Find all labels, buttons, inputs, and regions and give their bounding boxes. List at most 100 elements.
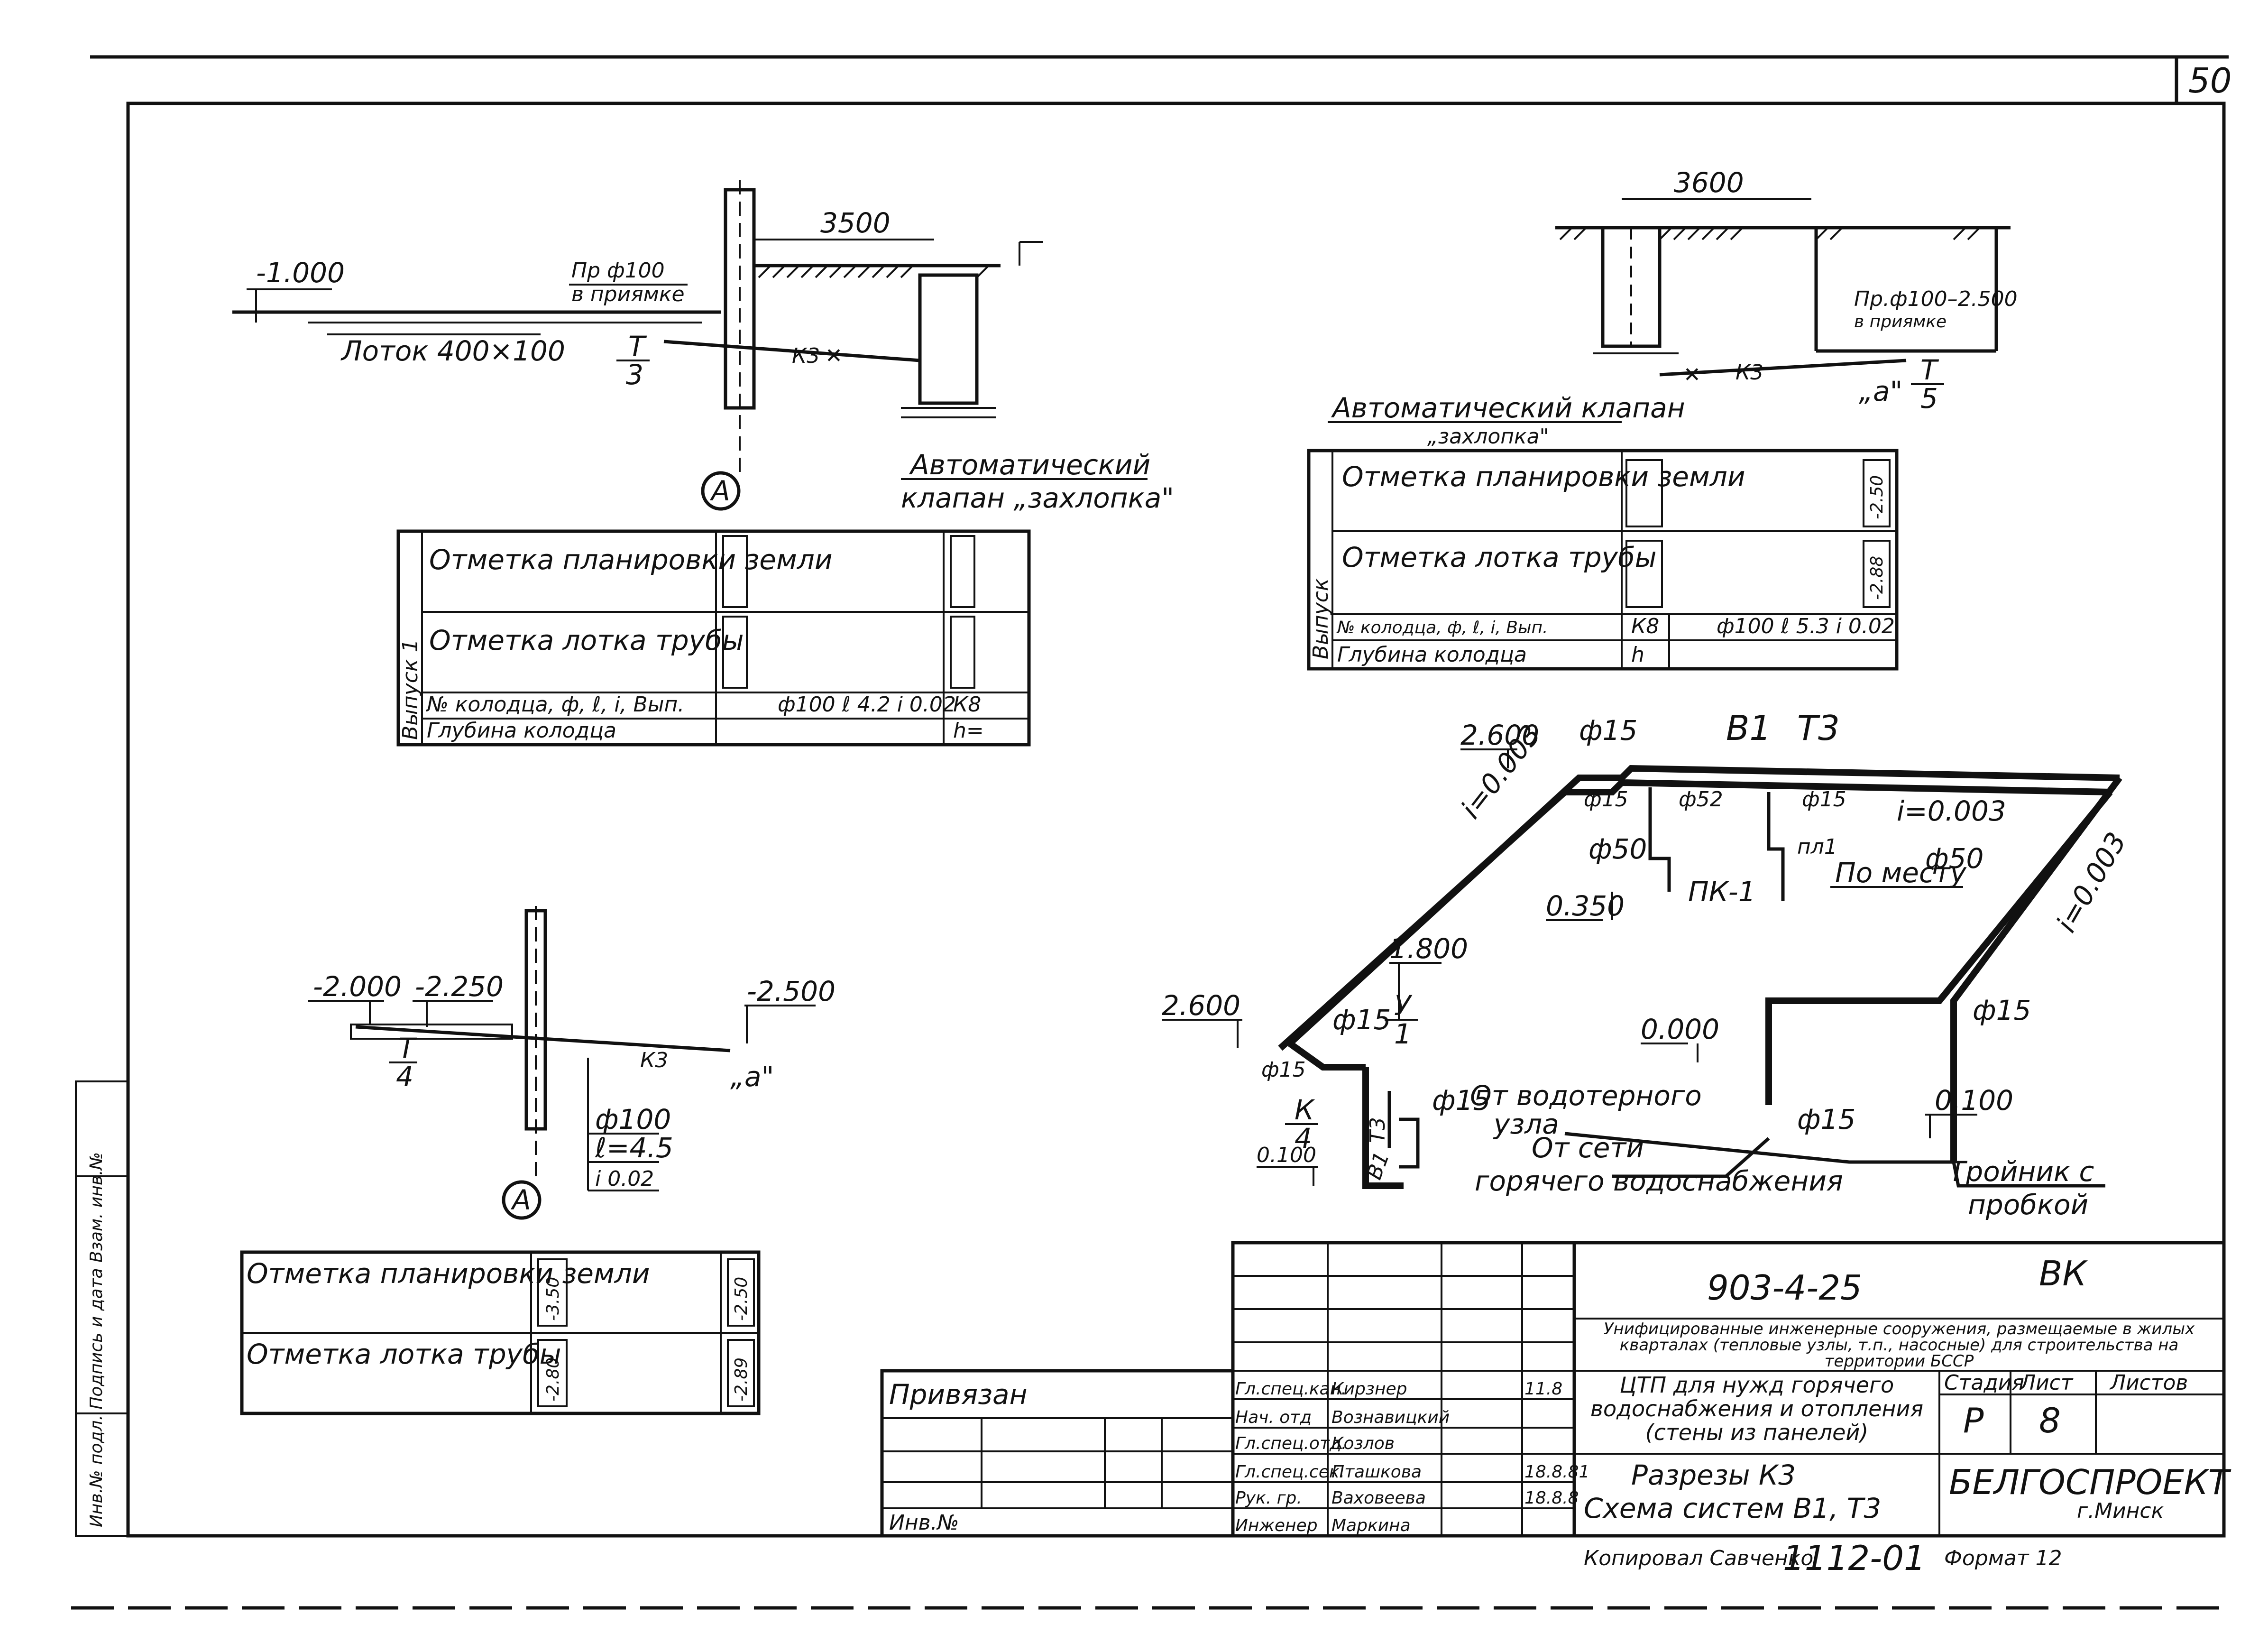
axis-marker: А (709, 475, 730, 507)
value-box (950, 535, 975, 608)
valve-symbol: ✕ (1683, 363, 1701, 387)
value-box (727, 1339, 755, 1407)
ground-hatch (758, 265, 990, 278)
node-num: Т (1920, 354, 1939, 386)
d50-a: ф50 (1589, 833, 1647, 865)
diameter: ф100 (595, 1103, 671, 1135)
k3-pipe (663, 340, 920, 362)
table1-row4-end: h= (953, 719, 984, 743)
inv-label: Инв.№ (889, 1511, 959, 1535)
signature-name: Кирзнер (1331, 1379, 1407, 1399)
node-num: Т (628, 330, 647, 362)
table2-row2-value: -2.88 (1867, 556, 1887, 600)
stage-header: Стадия (1944, 1371, 2024, 1395)
table2-row2: Отметка лотка трубы (1342, 541, 1657, 573)
level-0000: 0.000 (1641, 1013, 1719, 1045)
signature-role: Гл.спец.отд. (1235, 1434, 1347, 1453)
value-box (1863, 540, 1891, 608)
signature-role: Гл.спец.сек. (1235, 1462, 1345, 1482)
copied-by: Копировал Савченко (1584, 1546, 1813, 1570)
drain-branch (1648, 787, 1671, 892)
table-2: -2.50 -2.88 Выпуск Отметка планировки зе… (1307, 449, 1899, 671)
pipe-label: К3 (1735, 360, 1763, 385)
signature-date: 18.8.8 (1524, 1488, 1579, 1508)
drawing-title-2: Схема систем В1, Т3 (1584, 1492, 1881, 1524)
value-box (537, 1339, 568, 1407)
value-box (537, 1258, 568, 1327)
valve-label-2: „захлопка" (1427, 425, 1549, 449)
table1-row3-value: ф100 ℓ 4.2 i 0.02 (778, 692, 956, 717)
title-b1: В1 (1726, 708, 1771, 748)
signature-name: Пташкова (1331, 1462, 1422, 1482)
d15-c: ф15 (1802, 787, 1846, 812)
pipe-note-1: Пр ф100 (571, 258, 665, 283)
table2-row3-value: ф100 ℓ 5.3 i 0.02 (1717, 614, 1895, 638)
level-0350: 0.350 (1546, 890, 1625, 922)
pl-branch (1767, 792, 1785, 901)
page-number: 50 (2188, 61, 2232, 101)
scheme-b1-t3: 2.600 2.600 1.800 0.350 0.000 0.100 0.10… (1162, 708, 2133, 1221)
value-box (722, 616, 748, 689)
level-2600-a: 2.600 (1460, 719, 1539, 751)
table3-row2: Отметка лотка трубы (247, 1338, 561, 1370)
from-net-2: горячего водоснабжения (1475, 1165, 1843, 1197)
pipe-note-1: Пр.ф100–2.500 (1854, 287, 2018, 311)
table1-row1: Отметка планировки земли (429, 544, 833, 576)
level-1: -2.000 (313, 970, 402, 1003)
pipe-stub (1399, 1117, 1420, 1169)
pipe-drop (1362, 1067, 1404, 1189)
title-block: Привязан Инв.№ 903-4-25 ВК Унифицированн… (880, 1241, 2231, 1578)
section-code: ВК (2039, 1254, 2088, 1293)
d15-h: ф15 (1797, 1103, 1855, 1135)
value-box (1625, 459, 1663, 527)
side-stamp-box (75, 1080, 129, 1537)
side-stamp-text: Инв.№ подл. Подпись и дата Взам. инв.№ (87, 1152, 106, 1527)
d15-a: ф15 (1579, 714, 1637, 747)
sheet-number: 8 (2039, 1401, 2061, 1440)
signature-role: Нач. отд (1235, 1408, 1312, 1427)
node-den: 3 (626, 359, 643, 391)
section-2-view: 3600 ✕ К3 Пр.ф100–2.500 в приямке „а" Т … (1328, 166, 2018, 449)
tray-box (350, 1024, 513, 1040)
table1-side: Выпуск 1 (398, 639, 422, 740)
from-heater-1: От водотерного (1470, 1080, 1702, 1112)
node-a-num: У (1394, 989, 1413, 1022)
level-0100-a: 0.100 (1257, 1143, 1316, 1167)
pipe-note-2: в приямке (571, 282, 685, 306)
value-box (727, 1258, 755, 1327)
value-box (950, 616, 975, 689)
project-desc: Унифицированные инженерные сооружения, р… (1603, 1321, 2195, 1371)
from-heater-2: узла (1493, 1108, 1559, 1140)
binding-block (880, 1369, 1235, 1538)
signature-role: Рук. гр. (1235, 1488, 1302, 1508)
d15-e: ф15 (1332, 1004, 1391, 1036)
table2-row4-label: Глубина колодца (1337, 643, 1527, 667)
table-border (396, 529, 1031, 747)
net-leader (1564, 1132, 1850, 1164)
from-net-1: От сети (1532, 1132, 1644, 1164)
table2-row3-mid: К8 (1631, 614, 1659, 638)
pipe-loop-corner (1287, 1041, 1366, 1071)
sheet-title-box: ЦТП для нужд горячего водоснабжения и от… (1590, 1373, 1924, 1445)
label-t3: Т3 (1366, 1117, 1390, 1143)
table3-row2-b: -2.89 (732, 1357, 751, 1402)
level-1800: 1.800 (1389, 932, 1468, 965)
on-site: По месту (1835, 857, 1967, 889)
level-0100-b: 0.100 (1935, 1084, 2013, 1117)
level-2: -2.250 (415, 970, 504, 1003)
city: г.Минск (2077, 1499, 2164, 1523)
table3-row1-b: -2.50 (732, 1277, 751, 1321)
table3-row1: Отметка планировки земли (247, 1257, 650, 1290)
axis-marker: А (510, 1184, 531, 1216)
valve-symbol: ✕ (825, 344, 843, 368)
node-num: Т (398, 1032, 417, 1064)
level-left: -1.000 (256, 257, 345, 289)
value-box (1863, 459, 1891, 527)
d15-b: ф15 (1584, 787, 1628, 812)
sheet-title: ЦТП для нужд горячего водоснабжения и от… (1590, 1373, 1924, 1445)
d15-g: ф15 (1432, 1084, 1490, 1117)
table2-side: Выпуск (1309, 578, 1333, 659)
table3-row2-a: -2.80 (543, 1357, 563, 1402)
